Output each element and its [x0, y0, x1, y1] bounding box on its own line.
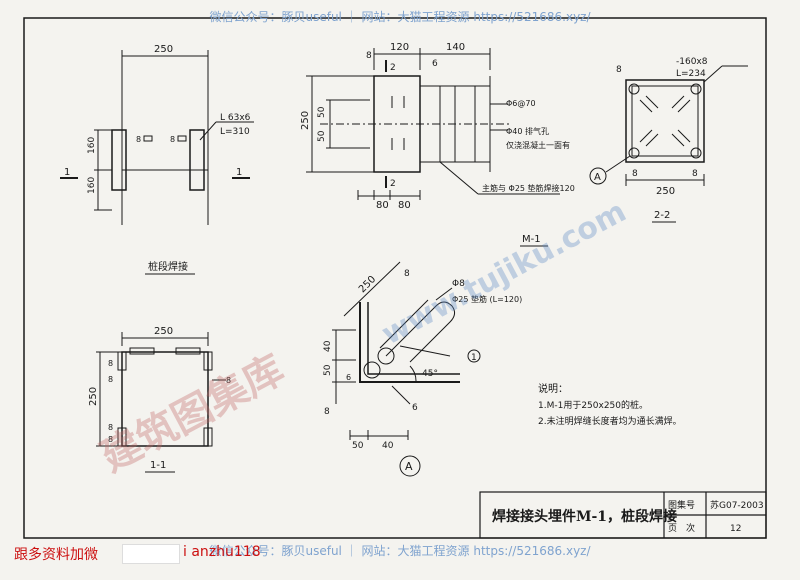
detail-a-dim-250: 250 [357, 274, 378, 295]
detail-a-dim-40b: 40 [382, 441, 394, 451]
m1-rebar-note: 主筋与 Φ25 垫筋焊接120 [482, 183, 575, 193]
m1-dim-140: 140 [446, 42, 465, 53]
s11-weld-8c: 8 [108, 423, 113, 432]
m1-mesh-label: Φ6@70 [506, 99, 536, 108]
m1-vent-label: Φ40 排气孔 [506, 126, 549, 136]
m1-dim-120: 120 [390, 42, 409, 53]
detail-a-pad-bar: Φ25 垫筋 (L=120) [452, 294, 522, 304]
s22-plate-length: L=234 [676, 69, 706, 79]
elev-dim-width: 250 [154, 44, 173, 55]
notes-item-1: 1.M-1用于250x250的桩。 [538, 399, 648, 411]
m1-dim-50b: 50 [317, 130, 327, 142]
detail-a-dim-50b: 50 [352, 441, 364, 451]
title-block-title: 焊接接头埋件M-1，桩段焊接 [492, 508, 677, 525]
title-block-page-label: 页 次 [668, 522, 695, 534]
s22-dim-250: 250 [656, 186, 675, 197]
elev-dim-160-top: 160 [87, 137, 97, 154]
s11-caption: 1-1 [150, 460, 166, 471]
title-block [479, 491, 767, 539]
m1-weld-6: 6 [432, 59, 438, 69]
detail-a-caption: A [405, 460, 413, 473]
title-block-page-value: 12 [730, 524, 741, 534]
footer-redacted-box [122, 544, 180, 564]
s11-dim-250-top: 250 [154, 326, 173, 337]
watermark-top: 微信公众号：豚贝useful ｜ 网站：大猫工程资源 https://52168… [209, 10, 591, 24]
s22-weld-right: 8 [692, 169, 698, 179]
notes-title: 说明： [538, 382, 568, 395]
m1-dim-80a: 80 [376, 200, 389, 211]
s11-weld-8e: 8 [226, 376, 231, 385]
footer-contact-id: i anzhu118 [183, 544, 261, 560]
detail-a-bar: Φ8 [452, 279, 465, 289]
elev-section-mark-left: 1 [64, 167, 70, 178]
detail-a-label-8: 8 [404, 269, 410, 279]
s11-weld-8b: 8 [108, 375, 113, 384]
title-block-atlas-value: 苏G07-2003 [710, 499, 764, 511]
s11-weld-8a: 8 [108, 359, 113, 368]
watermark-diag-url: www.tujiku.com [376, 194, 632, 352]
s22-detail-ref: A [594, 172, 601, 183]
view-section-2-2 [589, 65, 748, 223]
elev-caption: 桩段焊接 [148, 260, 188, 273]
s22-plate-label: -160x8 [676, 57, 708, 67]
elev-angle-length: L=310 [220, 127, 250, 137]
view-m1 [306, 48, 560, 247]
detail-a-ref-1: 1 [471, 353, 477, 363]
m1-weld-8: 8 [366, 51, 372, 61]
m1-dim-250: 250 [300, 111, 311, 130]
m1-section-mark-bot: 2 [390, 179, 396, 189]
elev-weld-1: 8 [136, 135, 141, 144]
view-detail-a [332, 261, 481, 477]
m1-dim-50a: 50 [317, 106, 327, 118]
elev-weld-2: 8 [170, 135, 175, 144]
sheet-frame [23, 17, 767, 539]
m1-vent-note: 仅浇混凝土一面有 [506, 140, 570, 150]
elev-dim-160-bot: 160 [87, 177, 97, 194]
detail-a-dim-50: 50 [323, 364, 333, 376]
watermark-diag-cn: 建筑图集库 [94, 347, 292, 482]
view-elevation [60, 50, 254, 275]
elev-section-mark-right: 1 [236, 167, 242, 178]
m1-caption: M-1 [522, 234, 541, 245]
view-section-1-1 [96, 332, 226, 473]
detail-a-angle-45: 45° [422, 369, 438, 379]
elev-angle-label: L 63x6 [220, 113, 251, 123]
m1-section-mark-top: 2 [390, 63, 396, 73]
footer-contact-label: 跟多资料加微 [14, 547, 98, 563]
s22-caption: 2-2 [654, 210, 670, 221]
m1-dim-80b: 80 [398, 200, 411, 211]
detail-a-dim-8: 8 [324, 407, 330, 417]
detail-a-dim-40: 40 [323, 340, 333, 352]
s11-weld-8d: 8 [108, 435, 113, 444]
notes-item-2: 2.未注明焊缝长度者均为通长满焊。 [538, 415, 682, 427]
title-block-atlas-label: 图集号 [668, 499, 695, 511]
s22-weld-left: 8 [632, 169, 638, 179]
s11-dim-250-left: 250 [88, 387, 99, 406]
s22-weld-top: 8 [616, 65, 622, 75]
detail-a-weld-6: 6 [346, 373, 351, 382]
detail-a-weld-6b: 6 [412, 403, 418, 413]
watermark-bottom: 微信公众号：豚贝useful ｜ 网站：大猫工程资源 https://52168… [209, 544, 591, 558]
